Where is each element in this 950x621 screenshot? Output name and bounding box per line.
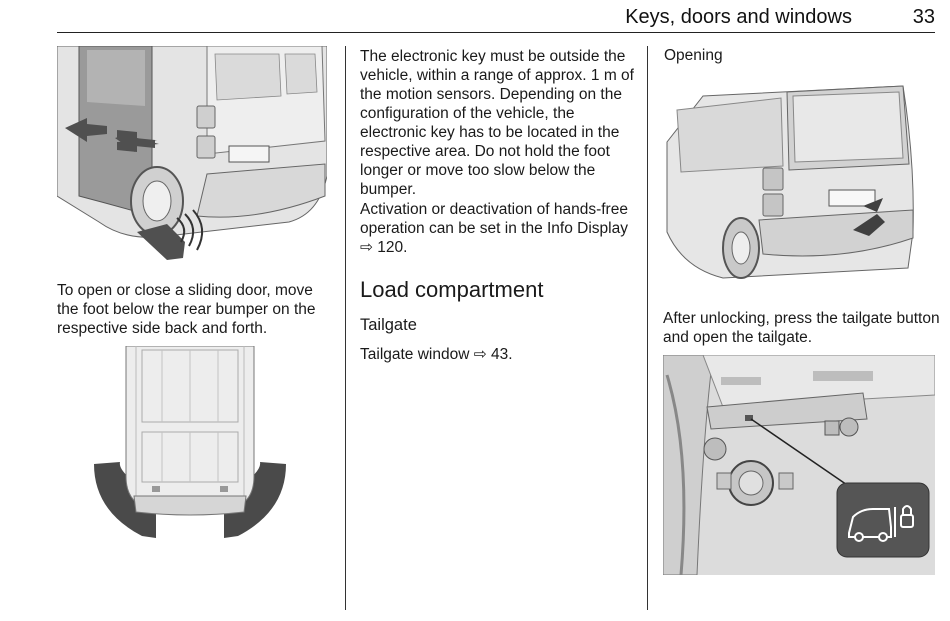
hands-free-setting-paragraph: Activation or deactivation of hands-free… <box>360 201 628 256</box>
sliding-door-foot-illustration <box>57 46 327 264</box>
page-number: 33 <box>912 6 935 28</box>
van-top-view-sensor-zones-illustration <box>90 346 290 541</box>
tailgate-window-reference: Tailgate window ⇨ 43. <box>360 346 513 363</box>
dashboard-tailgate-button-illustration <box>663 355 935 575</box>
subsection-title-tailgate: Tailgate <box>360 316 417 334</box>
van-rear-tailgate-illustration <box>663 82 918 289</box>
running-header-title: Keys, doors and windows <box>625 6 852 28</box>
section-title-load-compartment: Load compartment <box>360 277 544 302</box>
column-divider-left <box>345 46 346 610</box>
tailgate-opening-caption: After unlocking, press the tailgate butt… <box>663 310 940 346</box>
header-rule <box>57 32 935 33</box>
heading-opening: Opening <box>664 47 723 64</box>
column-divider-right <box>647 46 648 610</box>
sliding-door-caption: To open or close a sliding door, move th… <box>57 282 316 337</box>
electronic-key-range-paragraph: The electronic key must be outside the v… <box>360 48 634 198</box>
